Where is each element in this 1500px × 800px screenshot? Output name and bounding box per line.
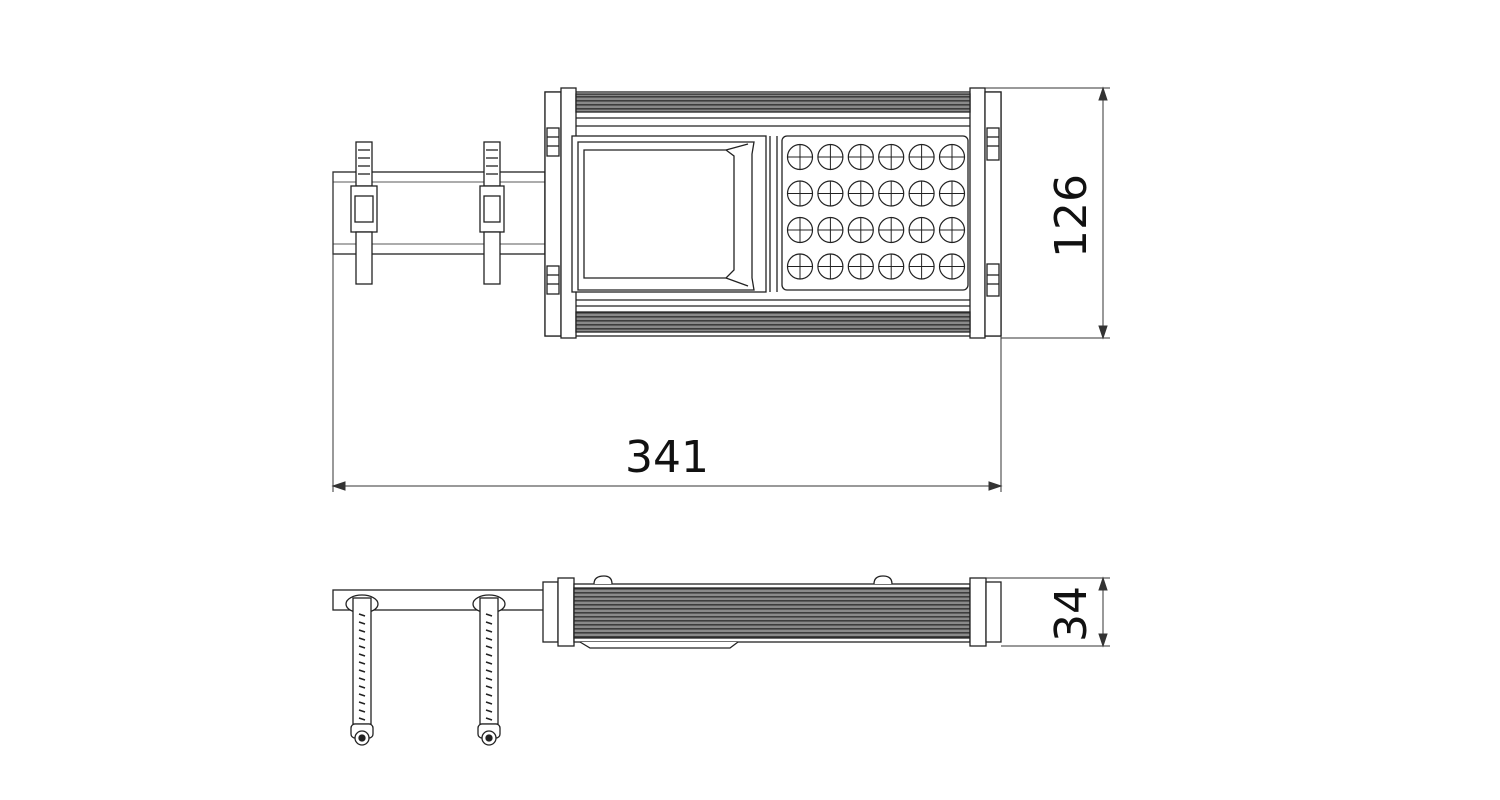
thread-mark xyxy=(485,701,493,705)
dimension-length xyxy=(331,172,1003,492)
thread-mark xyxy=(358,629,366,633)
side-view: 34 xyxy=(332,575,1110,746)
dimension-length-value: 341 xyxy=(625,432,709,483)
thread-mark xyxy=(485,693,493,697)
thread-mark xyxy=(358,677,366,681)
thread-mark xyxy=(485,629,493,633)
thread-mark xyxy=(485,653,493,657)
thread-mark xyxy=(358,653,366,657)
thread-mark xyxy=(485,621,493,625)
heat-sink-top xyxy=(575,93,971,113)
thread-mark xyxy=(485,637,493,641)
led-grid xyxy=(786,143,966,280)
thread-mark xyxy=(358,621,366,625)
thread-mark xyxy=(485,717,493,721)
thread-marks xyxy=(358,613,493,721)
thread-mark xyxy=(358,613,366,617)
thread-mark xyxy=(358,645,366,649)
thread-mark xyxy=(358,669,366,673)
dimension-height-value: 34 xyxy=(1046,586,1097,642)
pipe-clamp-left xyxy=(350,141,378,285)
thread-mark xyxy=(358,701,366,705)
heat-sink-bottom xyxy=(575,311,971,333)
thread-mark xyxy=(485,645,493,649)
thread-mark xyxy=(358,693,366,697)
thread-mark xyxy=(358,661,366,665)
thread-mark xyxy=(485,677,493,681)
led-module xyxy=(781,135,969,291)
lamp-housing xyxy=(544,87,1002,339)
thread-mark xyxy=(485,685,493,689)
side-heat-sink xyxy=(573,587,971,639)
u-bolt-right xyxy=(472,594,506,746)
pipe-clamp-right xyxy=(479,141,505,285)
thread-mark xyxy=(485,669,493,673)
dimension-height xyxy=(986,576,1110,648)
dimension-width-value: 126 xyxy=(1046,174,1097,258)
thread-mark xyxy=(485,709,493,713)
thread-mark xyxy=(358,709,366,713)
driver-compartment xyxy=(571,135,767,293)
lamp-body-side xyxy=(542,575,1002,649)
u-bolt-left xyxy=(345,594,379,746)
thread-mark xyxy=(485,613,493,617)
thread-mark xyxy=(358,685,366,689)
dimension-width xyxy=(985,86,1110,340)
thread-mark xyxy=(358,637,366,641)
thread-mark xyxy=(358,717,366,721)
top-view: 341 126 xyxy=(331,86,1110,492)
thread-mark xyxy=(485,661,493,665)
